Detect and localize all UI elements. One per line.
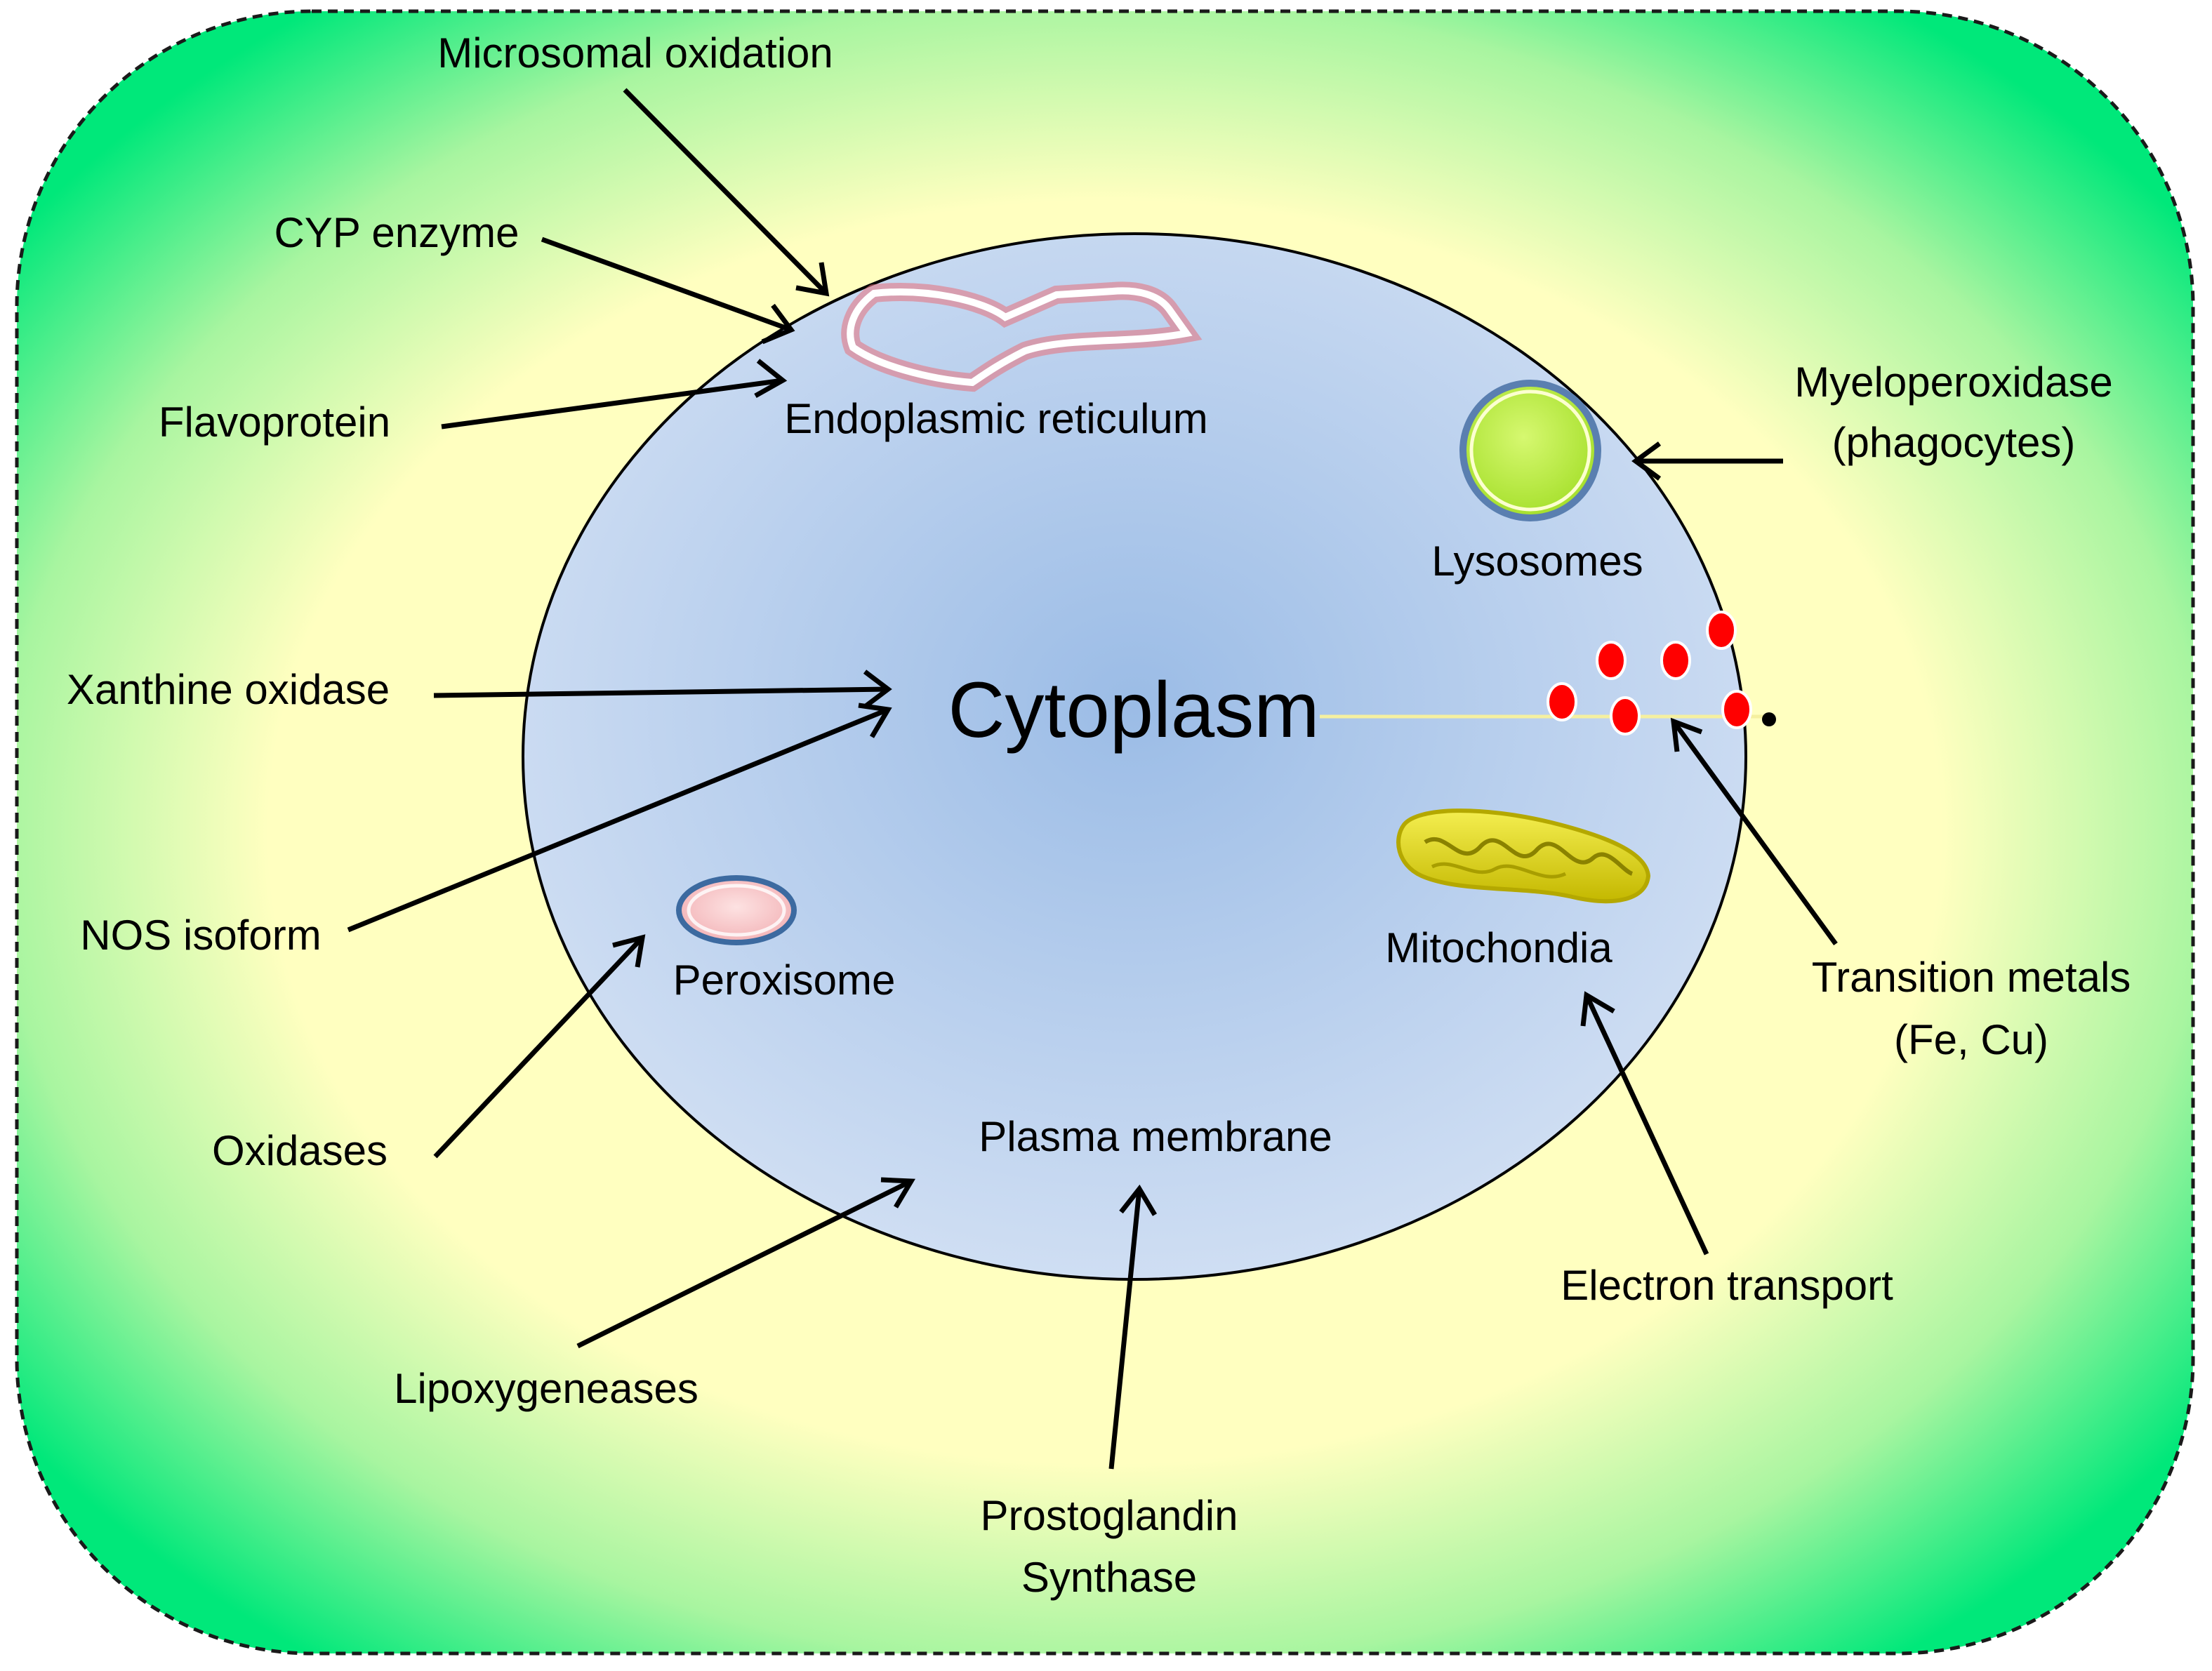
myeloperoxidase-label-line2: (phagocytes) xyxy=(1832,419,2076,466)
metal-dot xyxy=(1596,641,1627,680)
plasma-membrane-label: Plasma membrane xyxy=(979,1113,1332,1160)
endoplasmic-reticulum-shape xyxy=(841,281,1203,392)
cyp-enzyme-label: CYP enzyme xyxy=(274,209,519,256)
mitochondria-shape xyxy=(1396,808,1651,903)
metal-dot xyxy=(1721,690,1752,729)
lysosome-shape xyxy=(1459,380,1601,521)
lysosomes-label: Lysosomes xyxy=(1431,538,1643,585)
arrow-flavoprotein xyxy=(441,359,788,430)
arrow-myeloperoxidase xyxy=(1631,441,1783,481)
peroxisome-shape xyxy=(676,875,797,945)
transition-metals-label-line2: (Fe, Cu) xyxy=(1894,1016,2048,1063)
cytoplasm-region xyxy=(522,232,1747,1281)
arrow-transition-metals xyxy=(1670,717,1838,946)
prostoglandin-label-line2: Synthase xyxy=(1021,1554,1197,1601)
arrow-oxidases xyxy=(433,934,646,1159)
metal-strand-end xyxy=(1762,712,1776,726)
arrow-electron-transport xyxy=(1580,991,1709,1256)
metal-dot xyxy=(1610,696,1641,735)
mitochondria-label: Mitochondia xyxy=(1385,924,1612,971)
arrow-lipoxygeneases xyxy=(576,1177,915,1349)
arrow-xanthine-oxidase xyxy=(433,670,892,709)
arrow-cyp-enzyme xyxy=(541,237,795,345)
cytoplasm-label: Cytoplasm xyxy=(948,666,1319,754)
metal-dot xyxy=(1660,641,1691,680)
endoplasmic-reticulum-label: Endoplasmic reticulum xyxy=(784,395,1208,442)
arrows xyxy=(347,88,1838,1470)
arrow-nos-isoform xyxy=(347,703,892,933)
metal-dots xyxy=(1547,611,1752,735)
lipoxygeneases-label: Lipoxygeneases xyxy=(394,1365,698,1412)
myeloperoxidase-label-line1: Myeloperoxidase xyxy=(1794,359,2113,406)
oxidases-label: Oxidases xyxy=(212,1127,388,1174)
flavoprotein-label: Flavoprotein xyxy=(159,399,390,446)
electron-transport-label: Electron transport xyxy=(1561,1262,1893,1309)
arrow-microsomal-oxidation xyxy=(623,88,830,297)
prostoglandin-label-line1: Prostoglandin xyxy=(981,1492,1238,1539)
xanthine-oxidase-label: Xanthine oxidase xyxy=(67,666,390,713)
transition-metals-label-line1: Transition metals xyxy=(1812,954,2131,1001)
microsomal-oxidation-label: Microsomal oxidation xyxy=(437,29,833,76)
metal-dot xyxy=(1547,682,1577,721)
metal-dot xyxy=(1706,611,1737,650)
nos-isoform-label: NOS isoform xyxy=(80,912,321,959)
peroxisome-label: Peroxisome xyxy=(673,957,896,1004)
arrow-prostoglandin xyxy=(1108,1184,1158,1470)
